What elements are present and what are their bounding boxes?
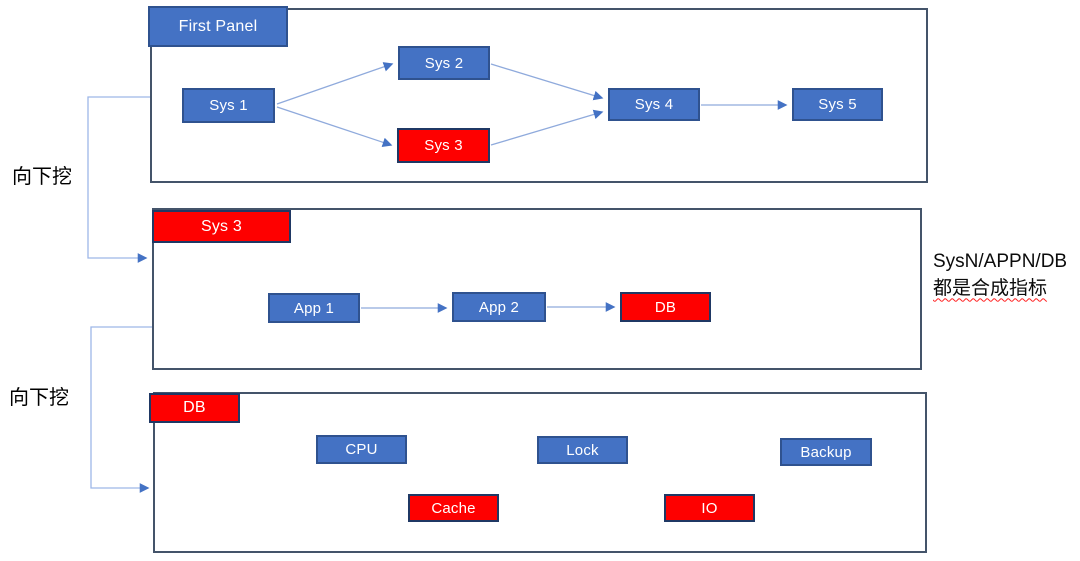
node-sys2: Sys 2 (398, 46, 490, 80)
drilldown-connector-1 (87, 96, 150, 263)
node-sys4: Sys 4 (608, 88, 700, 121)
node-app2: App 2 (452, 292, 546, 322)
panel-title-sys3: Sys 3 (152, 210, 291, 243)
panel-title-first-panel: First Panel (148, 6, 288, 47)
node-lock: Lock (537, 436, 628, 464)
side-note-line2: 都是合成指标 (933, 277, 1048, 299)
node-sys3: Sys 3 (397, 128, 490, 163)
node-cpu: CPU (316, 435, 407, 464)
side-note: SysN/APPN/DB 都是合成指标 (933, 249, 1067, 302)
side-note-line1: SysN/APPN/DB (933, 251, 1068, 272)
node-app1: App 1 (268, 293, 360, 323)
node-db: DB (620, 292, 711, 322)
node-cache: Cache (408, 494, 499, 522)
node-io: IO (664, 494, 755, 522)
node-backup: Backup (780, 438, 872, 466)
drilldown-connector-2 (90, 326, 152, 493)
drilldown-label-2: 向下挖 (9, 387, 69, 409)
node-sys1: Sys 1 (182, 88, 275, 123)
node-sys5: Sys 5 (792, 88, 883, 121)
panel-title-db: DB (149, 393, 240, 423)
panel-db-detail (153, 392, 927, 553)
drilldown-label-1: 向下挖 (12, 166, 72, 188)
